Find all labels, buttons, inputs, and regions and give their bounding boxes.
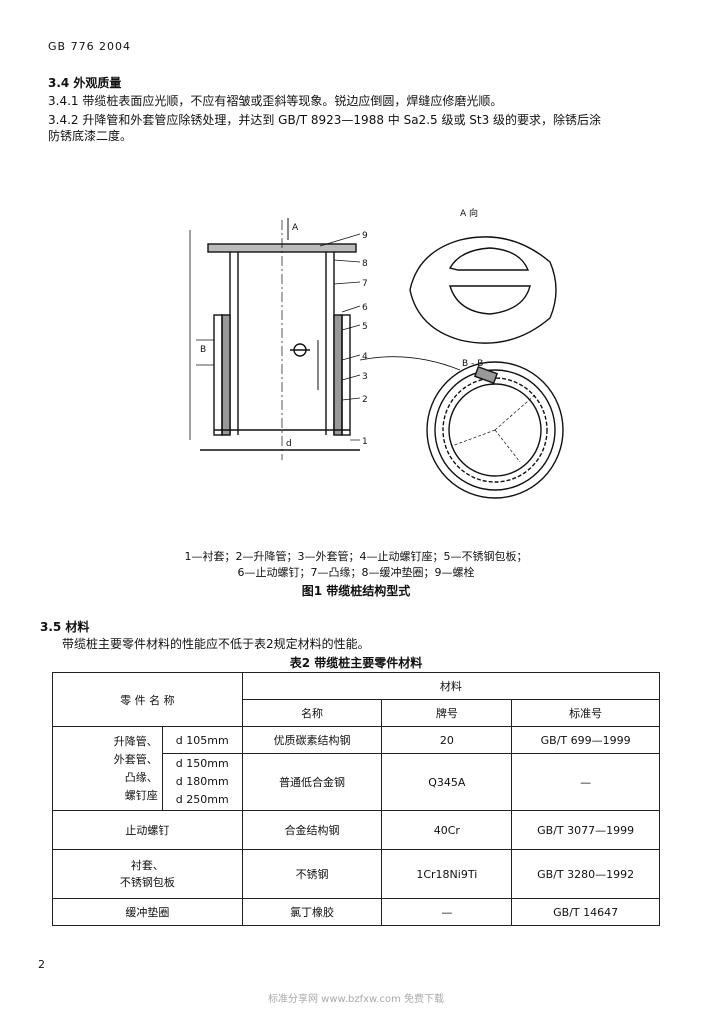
figure-title: 图1 带缆桩结构型式 <box>301 584 411 598</box>
row3-part: 止动螺钉 <box>52 810 243 850</box>
row3-name: 合金结构钢 <box>241 810 383 850</box>
header-standard: 标准号 <box>511 699 660 727</box>
row-parts-tubes: 升降管、 外套管、 凸缘、 螺钉座 <box>52 726 163 811</box>
footer-watermark: 标准分享网 www.bzfxw.com 免费下载 <box>268 994 444 1005</box>
label-5: 5 <box>362 322 368 332</box>
row2-grade: Q345A <box>381 753 513 811</box>
label-3: 3 <box>362 372 368 382</box>
row4-name: 不锈钢 <box>241 849 383 899</box>
structure-figure: A A 向 B - B B d 9 8 7 6 5 4 3 2 1 <box>189 207 564 499</box>
header-material: 材料 <box>241 672 661 700</box>
header-grade: 牌号 <box>381 699 513 727</box>
section-3-5-title: 3.5 材料 <box>40 620 90 634</box>
row5-grade: — <box>381 898 513 926</box>
label-9: 9 <box>362 231 368 241</box>
section-3-4-title: 3.4 外观质量 <box>48 76 122 90</box>
header-part-name: 零 件 名 称 <box>52 672 243 727</box>
section-3-4-2-line2: 防锈底漆二度。 <box>48 129 133 143</box>
figure-legend-line2: 6—止动螺钉；7—凸缘；8—缓冲垫圈；9—螺栓 <box>237 566 475 579</box>
table-title: 表2 带缆桩主要零件材料 <box>289 656 423 670</box>
row3-standard: GB/T 3077—1999 <box>511 810 660 850</box>
materials-table: 零 件 名 称 材料 名称 牌号 标准号 升降管、 外套管、 凸缘、 螺钉座 d… <box>52 672 661 926</box>
row4-grade: 1Cr18Ni9Ti <box>381 849 513 899</box>
label-6: 6 <box>362 303 368 313</box>
row5-name: 氯丁橡胶 <box>241 898 383 926</box>
label-d: d <box>286 439 292 449</box>
label-1: 1 <box>362 437 368 447</box>
label-bb: B - B <box>462 359 483 369</box>
figure-legend-line1: 1—衬套；2—升降管；3—外套管；4—止动螺钉座；5—不锈钢包板； <box>184 550 528 563</box>
row5-part: 缓冲垫圈 <box>52 898 243 926</box>
row2-name: 普通低合金钢 <box>241 753 383 811</box>
section-3-5-text: 带缆桩主要零件材料的性能应不低于表2规定材料的性能。 <box>62 637 370 651</box>
row2-sizes: d 150mm d 180mm d 250mm <box>161 753 243 811</box>
row3-grade: 40Cr <box>381 810 513 850</box>
section-3-4-2-line1: 3.4.2 升降管和外套管应除锈处理，并达到 GB/T 8923—1988 中 … <box>48 113 602 127</box>
label-7: 7 <box>362 279 368 289</box>
label-2: 2 <box>362 395 368 405</box>
header-name: 名称 <box>241 699 383 727</box>
label-a-view: A 向 <box>460 207 478 219</box>
section-3-4-1: 3.4.1 带缆桩表面应光顺，不应有褶皱或歪斜等现象。锐边应倒圆，焊缝应修磨光顺… <box>48 94 503 108</box>
page-number: 2 <box>38 958 45 971</box>
label-8-top: 8 <box>362 259 368 269</box>
label-b: B <box>200 345 206 355</box>
row4-part: 衬套、 不锈钢包板 <box>52 849 243 899</box>
row2-standard: — <box>511 753 660 811</box>
standard-header: GB 776 2004 <box>48 40 132 53</box>
label-a: A <box>292 223 299 233</box>
label-4: 4 <box>362 352 368 362</box>
row1-standard: GB/T 699—1999 <box>511 726 660 754</box>
row1-grade: 20 <box>381 726 513 754</box>
row1-size: d 105mm <box>161 726 243 754</box>
row5-standard: GB/T 14647 <box>511 898 660 926</box>
row4-standard: GB/T 3280—1992 <box>511 849 660 899</box>
row1-name: 优质碳素结构钢 <box>241 726 383 754</box>
